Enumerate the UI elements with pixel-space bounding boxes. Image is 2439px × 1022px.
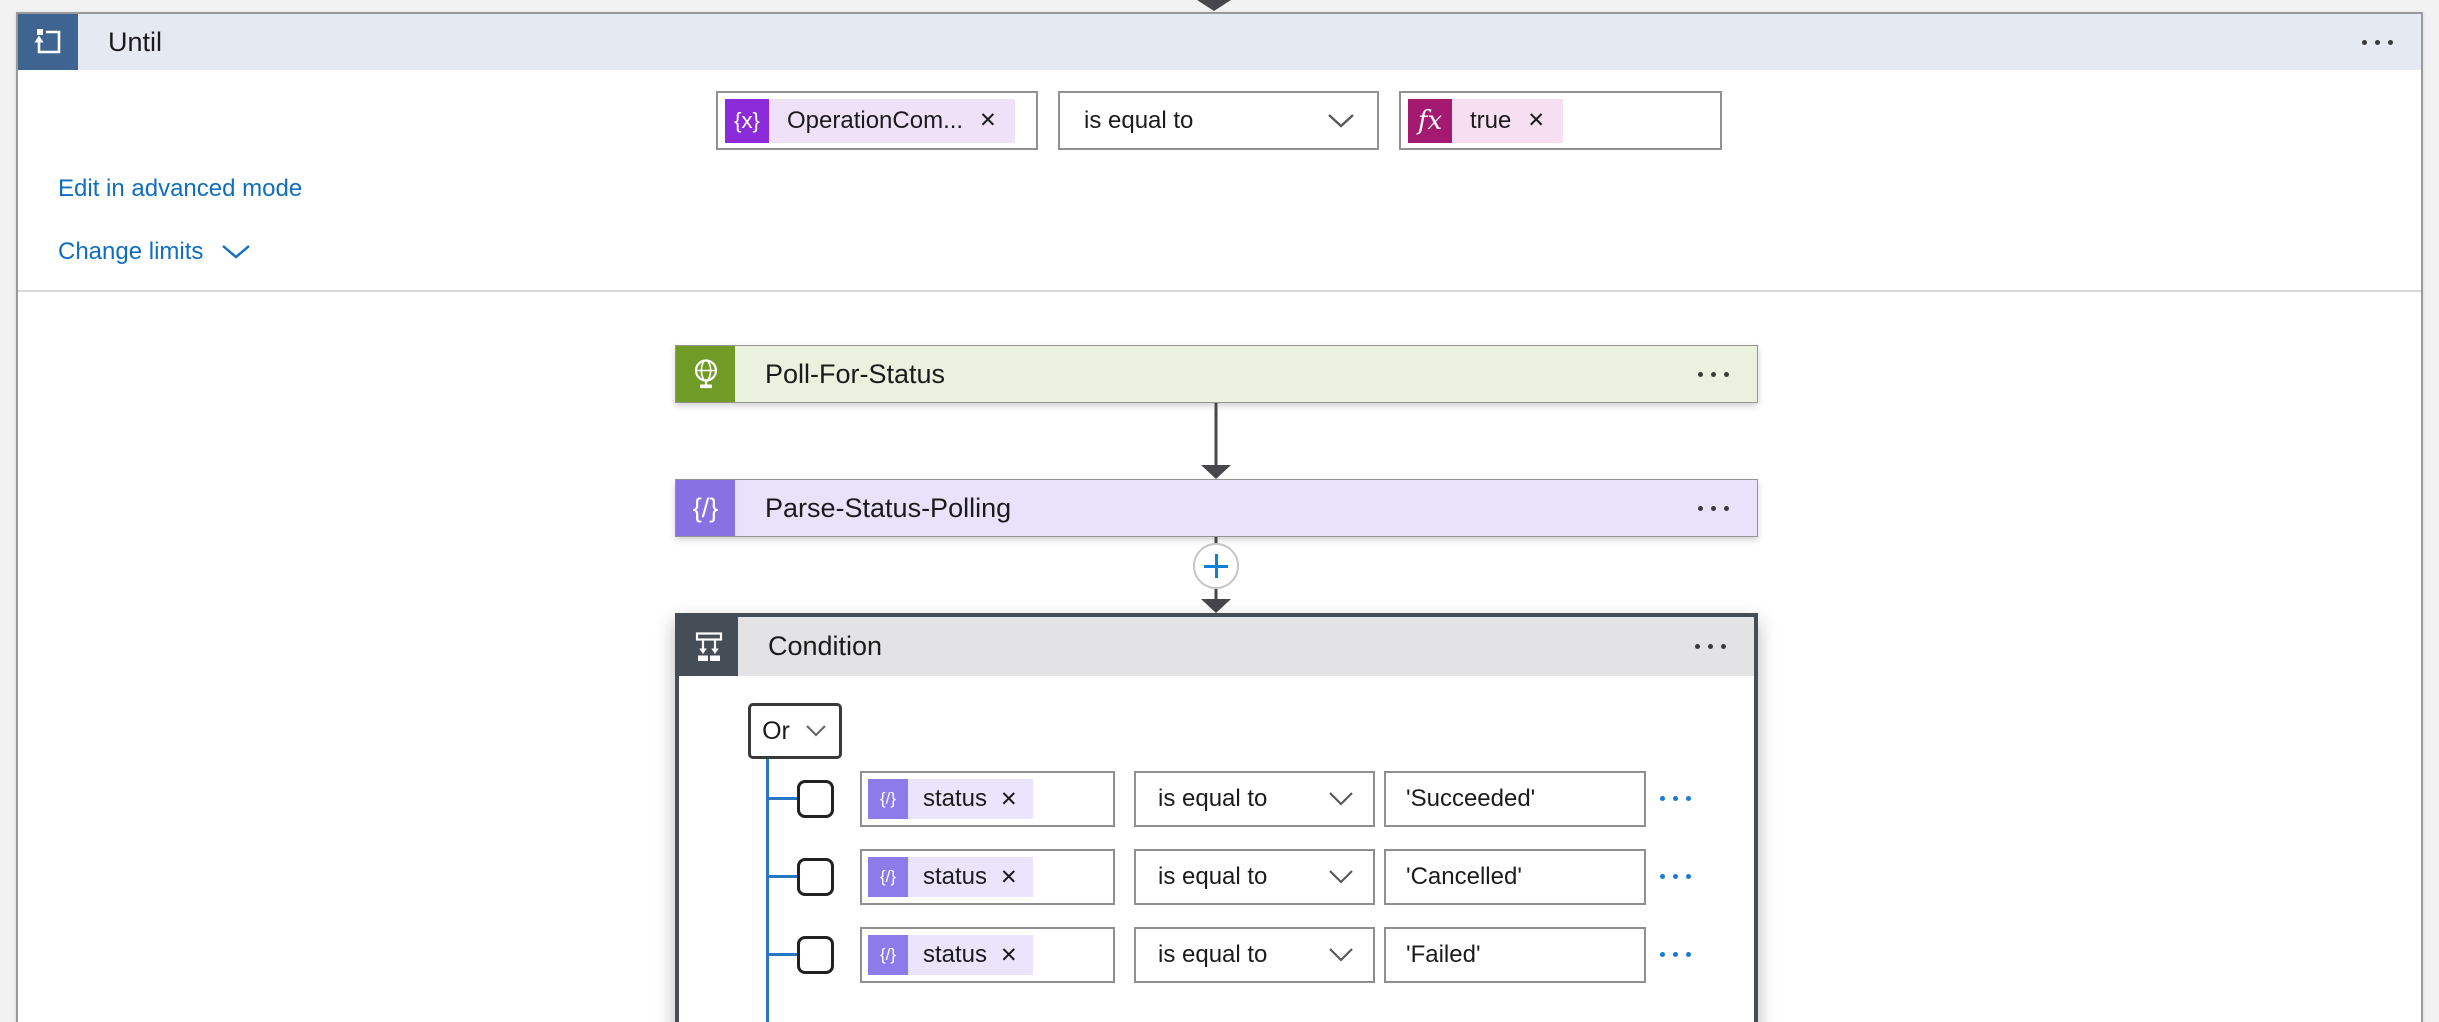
output-token-label: status bbox=[923, 941, 988, 968]
row-menu-ellipsis-icon[interactable] bbox=[1660, 796, 1691, 801]
join-operator-value: Or bbox=[762, 716, 790, 745]
parse-json-token-icon: {/} bbox=[868, 935, 908, 975]
chevron-down-icon bbox=[1329, 870, 1353, 884]
until-scope-card: Until {x} OperationCom... ✕ is equal to … bbox=[16, 12, 2423, 1022]
until-header[interactable]: Until bbox=[18, 14, 2421, 70]
expression-token: fx true ✕ bbox=[1408, 98, 1563, 143]
output-token-label: status bbox=[923, 863, 988, 890]
variable-token-label: OperationCom... bbox=[787, 106, 964, 134]
action-title: Parse-Status-Polling bbox=[765, 492, 1012, 523]
output-token-label: status bbox=[923, 785, 988, 812]
action-title: Poll-For-Status bbox=[765, 358, 946, 389]
variable-token: {x} OperationCom... ✕ bbox=[725, 98, 1015, 143]
row-menu-ellipsis-icon[interactable] bbox=[1660, 874, 1691, 879]
token-remove-button[interactable]: ✕ bbox=[979, 109, 997, 132]
action-card-poll-for-status[interactable]: Poll-For-Status bbox=[675, 345, 1758, 403]
fx-icon: fx bbox=[1408, 98, 1452, 143]
loop-operator-dropdown[interactable]: is equal to bbox=[1058, 91, 1379, 150]
row-operand-box[interactable]: {/} status ✕ bbox=[860, 849, 1115, 905]
condition-connector-line bbox=[766, 759, 769, 1022]
row-operator-dropdown[interactable]: is equal to bbox=[1134, 849, 1375, 905]
row-checkbox[interactable] bbox=[797, 780, 834, 818]
chevron-down-icon bbox=[1328, 113, 1354, 128]
condition-row: {/} status ✕ is equal to 'Cancelled' bbox=[679, 849, 1754, 905]
parse-json-token-icon: {/} bbox=[868, 779, 908, 819]
section-divider bbox=[18, 290, 2421, 292]
output-token: {/} status ✕ bbox=[868, 935, 1033, 975]
insert-step-plus-button[interactable] bbox=[1193, 543, 1239, 589]
join-operator-dropdown[interactable]: Or bbox=[748, 703, 842, 759]
connector-arrow bbox=[1193, 403, 1239, 479]
row-value-input[interactable]: 'Succeeded' bbox=[1384, 771, 1646, 827]
output-token: {/} status ✕ bbox=[868, 857, 1033, 897]
token-remove-button[interactable]: ✕ bbox=[1000, 787, 1018, 811]
loop-operator-value: is equal to bbox=[1084, 106, 1194, 134]
http-globe-icon bbox=[676, 346, 735, 402]
action-menu-ellipsis-icon[interactable] bbox=[1698, 371, 1729, 377]
loop-condition-operand2-box[interactable]: fx true ✕ bbox=[1399, 91, 1722, 150]
chevron-down-icon bbox=[1329, 948, 1353, 962]
action-menu-ellipsis-icon[interactable] bbox=[1698, 505, 1729, 511]
chevron-down-icon bbox=[222, 245, 251, 259]
action-card-parse-status-polling[interactable]: {/} Parse-Status-Polling bbox=[675, 479, 1758, 537]
change-limits-link[interactable]: Change limits bbox=[58, 238, 253, 266]
expression-token-label: true bbox=[1470, 106, 1512, 134]
loop-condition-operand1-box[interactable]: {x} OperationCom... ✕ bbox=[716, 91, 1038, 150]
condition-title: Condition bbox=[768, 631, 883, 661]
row-checkbox[interactable] bbox=[797, 858, 834, 896]
row-operator-dropdown[interactable]: is equal to bbox=[1134, 771, 1375, 827]
parse-json-token-icon: {/} bbox=[868, 857, 908, 897]
variable-token-icon: {x} bbox=[725, 98, 769, 143]
edit-advanced-mode-link[interactable]: Edit in advanced mode bbox=[58, 175, 303, 202]
until-loop-icon bbox=[18, 14, 78, 70]
condition-menu-ellipsis-icon[interactable] bbox=[1695, 644, 1726, 649]
until-menu-ellipsis-icon[interactable] bbox=[2362, 39, 2393, 45]
condition-card[interactable]: Condition Or {/} status bbox=[675, 613, 1758, 1022]
connector-arrow-with-add bbox=[1193, 537, 1239, 613]
chevron-down-icon bbox=[806, 725, 826, 737]
row-menu-ellipsis-icon[interactable] bbox=[1660, 952, 1691, 957]
condition-header[interactable]: Condition bbox=[679, 617, 1754, 676]
until-title: Until bbox=[108, 26, 163, 57]
row-operator-dropdown[interactable]: is equal to bbox=[1134, 927, 1375, 983]
row-value-input[interactable]: 'Failed' bbox=[1384, 927, 1646, 983]
row-value-input[interactable]: 'Cancelled' bbox=[1384, 849, 1646, 905]
row-checkbox[interactable] bbox=[797, 936, 834, 974]
token-remove-button[interactable]: ✕ bbox=[1527, 109, 1545, 132]
row-operand-box[interactable]: {/} status ✕ bbox=[860, 927, 1115, 983]
incoming-arrow-icon bbox=[1197, 0, 1231, 11]
chevron-down-icon bbox=[1329, 792, 1353, 806]
output-token: {/} status ✕ bbox=[868, 779, 1033, 819]
parse-json-icon: {/} bbox=[676, 480, 735, 536]
token-remove-button[interactable]: ✕ bbox=[1000, 865, 1018, 889]
condition-row: {/} status ✕ is equal to 'Failed' bbox=[679, 927, 1754, 983]
condition-branch-icon bbox=[679, 617, 738, 676]
token-remove-button[interactable]: ✕ bbox=[1000, 943, 1018, 967]
row-operand-box[interactable]: {/} status ✕ bbox=[860, 771, 1115, 827]
condition-row: {/} status ✕ is equal to 'Succeeded' bbox=[679, 771, 1754, 827]
